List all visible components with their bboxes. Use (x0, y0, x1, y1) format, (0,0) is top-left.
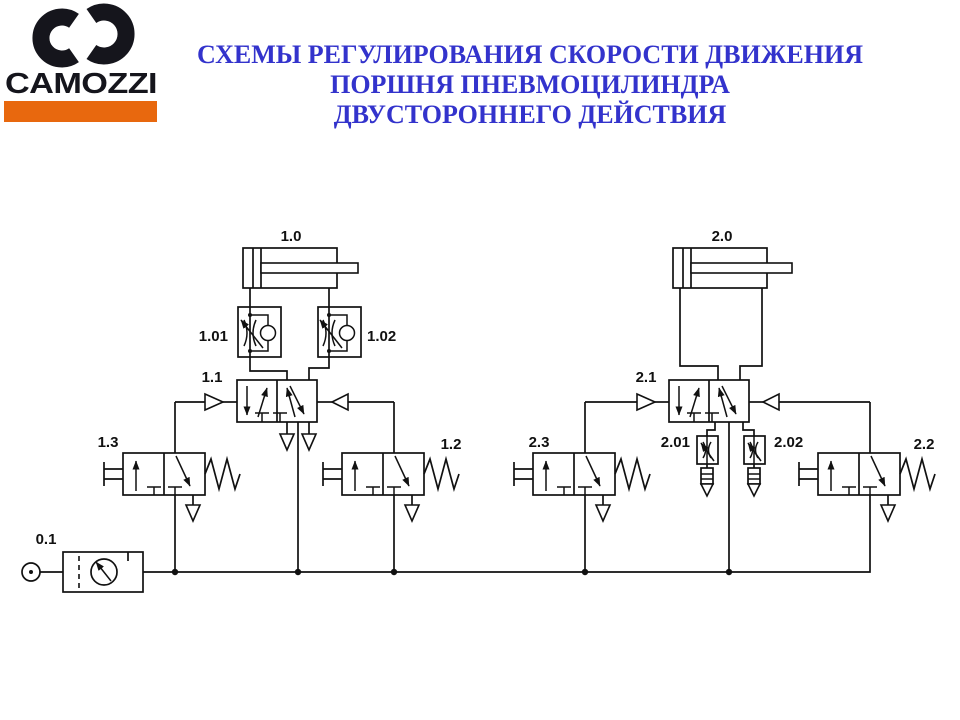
camozzi-logo-icon (32, 3, 135, 68)
pushbutton-valve-2.2 (798, 402, 936, 523)
directional-valve-1.1 (175, 379, 394, 572)
supply-bus (143, 495, 871, 576)
label-valve-1.1: 1.1 (202, 369, 223, 386)
label-valve-2.1: 2.1 (636, 369, 657, 386)
camozzi-logo: CAMOZZI (4, 3, 158, 122)
pushbutton-valve-2.3 (513, 402, 651, 572)
title-line-1: СХЕМЫ РЕГУЛИРОВАНИЯ СКОРОСТИ ДВИЖЕНИЯ (196, 40, 863, 69)
logo-brand-text: CAMOZZI (5, 68, 157, 100)
label-flow-control-1.01: 1.01 (199, 328, 228, 345)
slide-title: СХЕМЫ РЕГУЛИРОВАНИЯ СКОРОСТИ ДВИЖЕНИЯ ПО… (185, 40, 875, 130)
label-flow-control-1.02: 1.02 (367, 328, 396, 345)
label-valve-1.2: 1.2 (441, 436, 462, 453)
cylinder-1.0 (242, 247, 359, 289)
pushbutton-valve-1.3 (103, 402, 241, 572)
exhaust-throttle-2.02 (743, 435, 766, 498)
label-valve-2.3: 2.3 (529, 434, 550, 451)
directional-valve-2.1 (585, 379, 870, 572)
exhaust-throttle-2.01 (696, 435, 719, 498)
flow-control-valve-1.01 (237, 288, 288, 380)
title-line-3: ДВУСТОРОННЕГО ДЕЙСТВИЯ (333, 100, 727, 129)
air-service-unit-0.1 (21, 551, 144, 593)
logo-accent-bar (4, 101, 157, 122)
label-valve-1.3: 1.3 (98, 434, 119, 451)
label-cylinder-1.0: 1.0 (281, 228, 302, 245)
label-air-unit-0.1: 0.1 (36, 531, 57, 548)
label-valve-2.2: 2.2 (914, 436, 935, 453)
title-line-2: ПОРШНЯ ПНЕВМОЦИЛИНДРА (330, 70, 730, 99)
label-throttle-2.02: 2.02 (774, 434, 803, 451)
label-cylinder-2.0: 2.0 (712, 228, 733, 245)
cylinder-2.0 (672, 247, 793, 380)
flow-control-valve-1.02 (308, 288, 362, 380)
pushbutton-valve-1.2 (322, 402, 460, 572)
label-throttle-2.01: 2.01 (661, 434, 690, 451)
